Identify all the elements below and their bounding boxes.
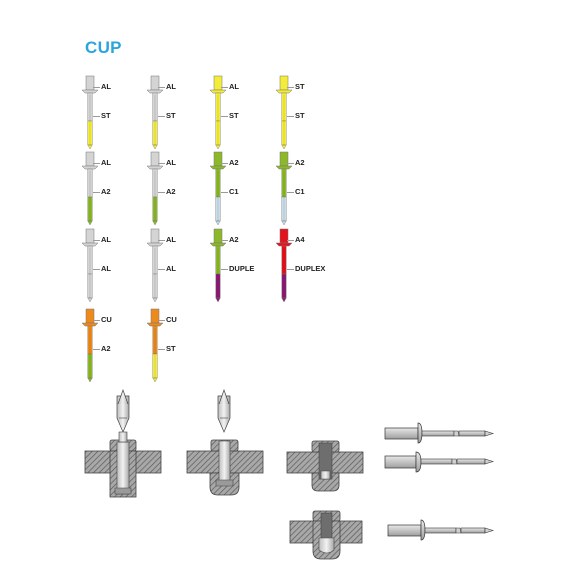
leader-line (158, 192, 165, 193)
blind-rivet (146, 308, 164, 383)
leader-line (221, 192, 228, 193)
leader-line (158, 349, 165, 350)
leader-line (93, 320, 100, 321)
leader-line (158, 269, 165, 270)
leader-line (287, 163, 294, 164)
material-label: ST (295, 82, 305, 91)
leader-line (221, 87, 228, 88)
leader-line (287, 116, 294, 117)
material-label: AL (101, 158, 111, 167)
blind-rivet (81, 75, 99, 150)
material-label: ST (166, 111, 176, 120)
leader-line (158, 163, 165, 164)
leader-line (93, 269, 100, 270)
rivet-side-view (387, 519, 495, 541)
material-label: A2 (229, 158, 239, 167)
blind-rivet (275, 151, 293, 226)
leader-line (93, 349, 100, 350)
blind-rivet (146, 75, 164, 150)
material-label: A2 (295, 158, 305, 167)
material-label: AL (166, 264, 176, 273)
material-label: A4 (295, 235, 305, 244)
cross-section-open-rivet-inserted (84, 388, 162, 498)
material-label: AL (229, 82, 239, 91)
page-title: CUP (85, 38, 122, 57)
leader-line (158, 87, 165, 88)
material-label: AL (166, 82, 176, 91)
material-label: AL (101, 82, 111, 91)
leader-line (93, 163, 100, 164)
rivet-side-view (384, 451, 495, 473)
material-label: CU (101, 315, 112, 324)
material-label: AL (166, 158, 176, 167)
leader-line (287, 269, 294, 270)
material-label: A2 (229, 235, 239, 244)
material-label: ST (229, 111, 239, 120)
material-label: C1 (229, 187, 239, 196)
blind-rivet (209, 151, 227, 226)
blind-rivet (146, 228, 164, 303)
leader-line (93, 87, 100, 88)
cross-section-closed-rivet-inserted (289, 510, 363, 560)
material-label: ST (295, 111, 305, 120)
material-label: A2 (101, 344, 111, 353)
leader-line (221, 240, 228, 241)
blind-rivet (275, 75, 293, 150)
material-label: A2 (101, 187, 111, 196)
leader-line (287, 192, 294, 193)
leader-line (221, 116, 228, 117)
material-label: AL (101, 235, 111, 244)
rivet-side-view (384, 422, 495, 444)
leader-line (93, 240, 100, 241)
material-label: A2 (166, 187, 176, 196)
leader-line (93, 192, 100, 193)
material-label: ST (166, 344, 176, 353)
blind-rivet (81, 151, 99, 226)
material-label: ST (101, 111, 111, 120)
leader-line (221, 163, 228, 164)
material-label: DUPLEX (295, 264, 326, 273)
leader-line (158, 320, 165, 321)
material-label: DUPLE (229, 264, 255, 273)
blind-rivet (81, 228, 99, 303)
leader-line (221, 269, 228, 270)
blind-rivet (275, 228, 293, 303)
leader-line (158, 240, 165, 241)
material-label: CU (166, 315, 177, 324)
material-label: AL (101, 264, 111, 273)
leader-line (287, 87, 294, 88)
material-label: AL (166, 235, 176, 244)
blind-rivet (146, 151, 164, 226)
blind-rivet (81, 308, 99, 383)
cross-section-open-rivet-set (186, 388, 264, 496)
blind-rivet (209, 75, 227, 150)
blind-rivet (209, 228, 227, 303)
material-label: C1 (295, 187, 305, 196)
leader-line (287, 240, 294, 241)
leader-line (93, 116, 100, 117)
leader-line (158, 116, 165, 117)
cross-section-closed-rivet-set (286, 440, 364, 492)
